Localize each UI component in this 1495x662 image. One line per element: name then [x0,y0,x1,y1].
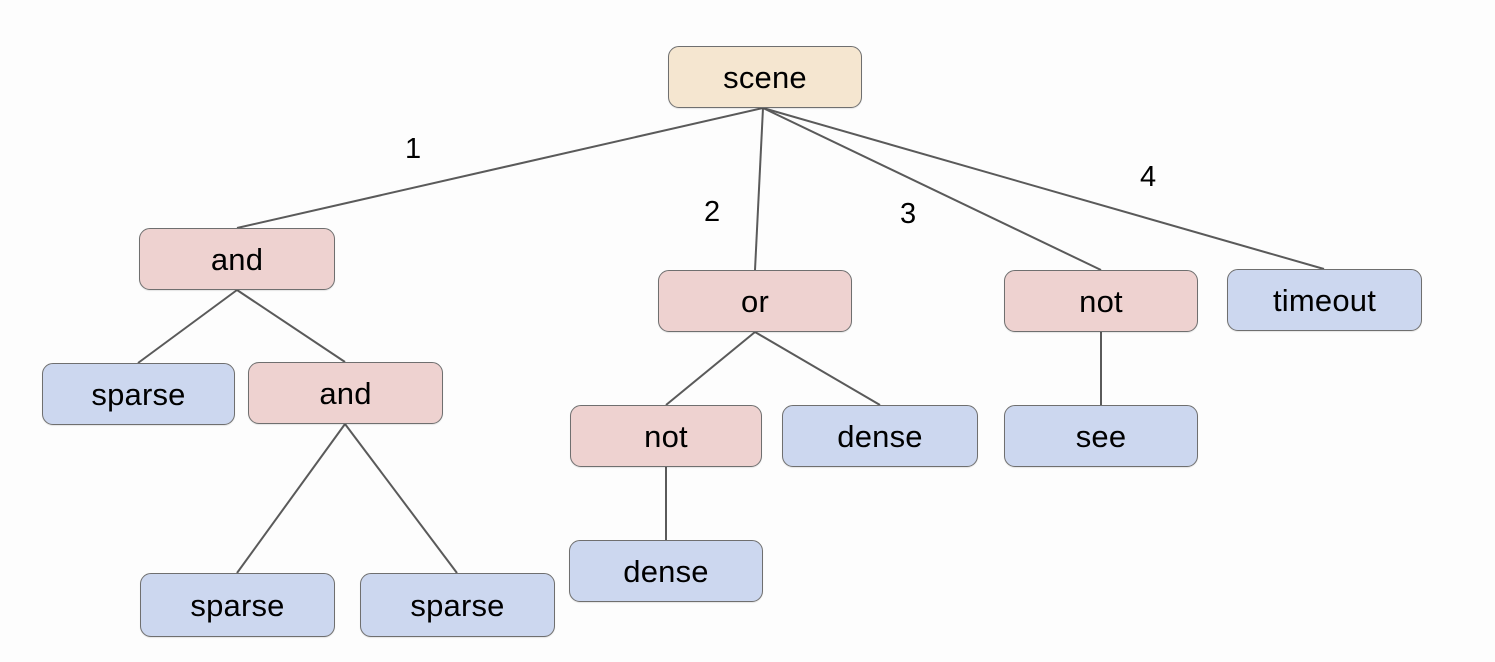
tree-node-label: timeout [1272,282,1377,318]
tree-node-label: scene [723,59,807,95]
tree-node-label: dense [623,553,709,589]
tree-edge [236,423,346,574]
tree-node-timeout1[interactable]: timeout [1227,269,1422,331]
tree-edge [137,289,238,364]
tree-edge [236,107,764,229]
tree-node-label: sparse [190,587,285,623]
tree-edge [665,331,756,406]
tree-node-or1[interactable]: or [658,270,852,332]
tree-node-dense2[interactable]: dense [569,540,763,602]
tree-edge [762,107,1102,271]
tree-node-scene[interactable]: scene [668,46,862,108]
tree-node-and2[interactable]: and [248,362,443,424]
tree-node-label: or [741,283,769,319]
edge-label-4: 4 [1140,161,1157,193]
tree-node-label: and [210,241,264,277]
tree-node-label: not [644,418,688,454]
tree-edge [344,423,458,574]
tree-node-label: not [1079,283,1123,319]
tree-edge [754,331,881,406]
tree-edge [236,289,346,363]
tree-node-sparse2[interactable]: sparse [140,573,335,637]
tree-node-see1[interactable]: see [1004,405,1198,467]
tree-node-label: sparse [91,376,186,412]
tree-node-and1[interactable]: and [139,228,335,290]
tree-node-sparse3[interactable]: sparse [360,573,555,637]
tree-node-label: dense [837,418,923,454]
tree-node-dense1[interactable]: dense [782,405,978,467]
tree-node-not2[interactable]: not [570,405,762,467]
tree-node-sparse1[interactable]: sparse [42,363,235,425]
edge-label-2: 2 [704,196,721,228]
edge-label-1: 1 [405,133,422,165]
tree-node-label: sparse [410,587,505,623]
edge-label-3: 3 [900,198,917,230]
tree-edge [762,107,1325,270]
tree-node-not1[interactable]: not [1004,270,1198,332]
tree-node-label: see [1075,418,1127,454]
tree-node-label: and [319,375,372,411]
tree-edge [754,107,764,271]
